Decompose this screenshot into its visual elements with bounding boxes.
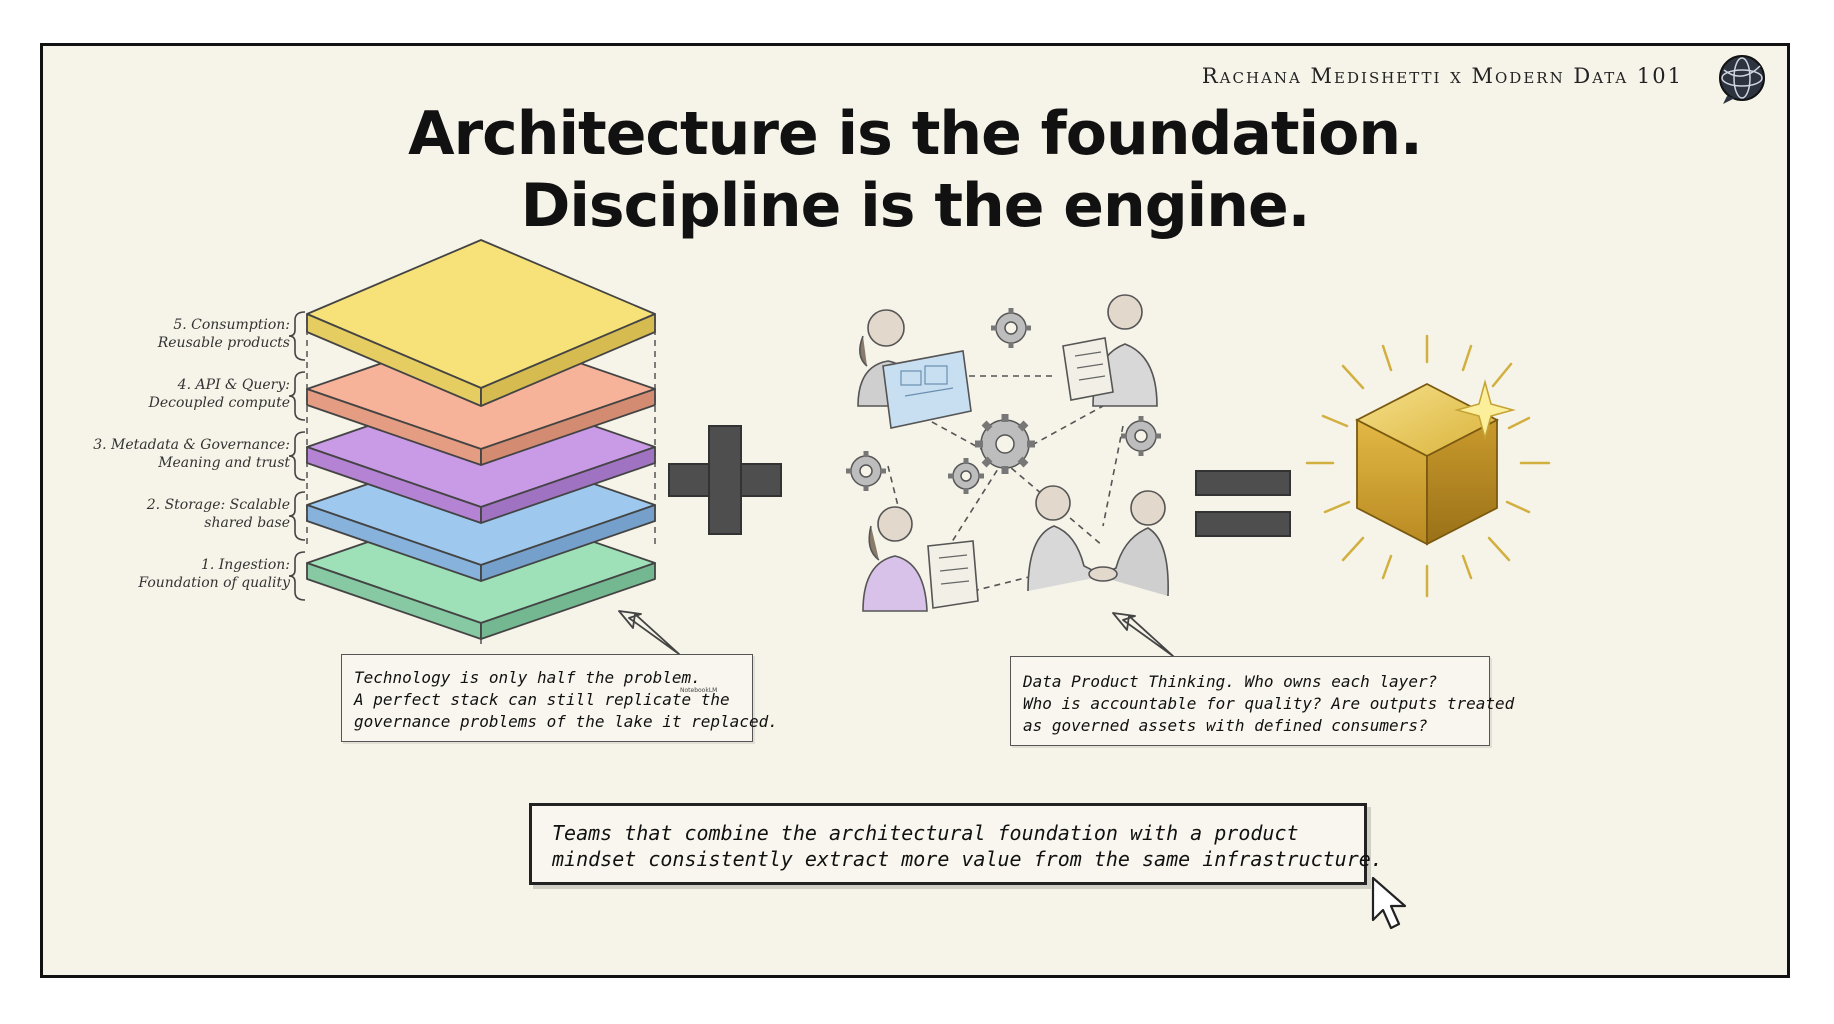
handshake-icon [1027,485,1169,597]
cursor-icon [1371,876,1407,930]
globe-chat-icon [1719,55,1765,104]
pointer-arrows [618,610,1174,657]
gear-icons [846,308,1161,494]
gear-icon [948,458,984,494]
layer-label-1: 1. Ingestion:Foundation of quality [138,557,290,591]
team-network-illustration [846,294,1169,612]
layer-label-4: 4. API & Query:Decoupled compute [148,377,290,411]
person-clipboard-icon [1062,294,1158,407]
title-line-2: Discipline is the engine. [520,171,1311,241]
glowing-gold-cube-icon [1305,334,1551,598]
brand-credit: Rachana Medishetti x Modern Data 101 [1201,64,1683,88]
layer-label-5: 5. Consumption:Reusable products [157,317,290,351]
gear-icon [975,414,1035,474]
label-braces [288,311,306,601]
person-checklist-icon [862,506,979,612]
slide-title: Architecture is the foundation. Discipli… [43,98,1787,242]
gear-icon [991,308,1031,348]
conclusion-callout: Teams that combine the architectural fou… [529,803,1383,885]
plus-icon [668,425,782,535]
illustration-canvas [288,239,1551,930]
layer-5-consumption [306,239,656,407]
technology-note: Technology is only half the problem. A p… [341,654,778,742]
person-blueprint-icon [857,309,972,429]
gear-icon [846,451,886,491]
equals-icon [1195,470,1291,537]
slide-frame: Rachana Medishetti x Modern Data 101 Arc… [40,43,1790,978]
layer-label-3: 3. Metadata & Governance:Meaning and tru… [93,437,290,471]
notebooklm-watermark: NotebookLM [680,687,718,694]
data-product-thinking-note: Data Product Thinking. Who owns each lay… [1010,656,1514,746]
gear-icon [1121,416,1161,456]
layer-stack [306,239,656,640]
title-line-1: Architecture is the foundation. [408,99,1423,169]
